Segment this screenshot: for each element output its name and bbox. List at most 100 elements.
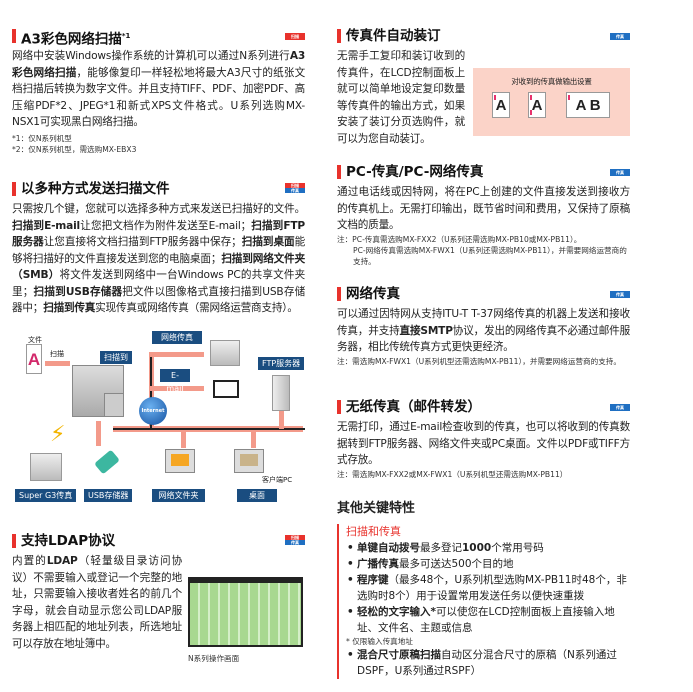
- label-netfax: 网络传真: [152, 331, 202, 344]
- text: 让您直接将文档扫描到FTP服务器中保存；: [43, 236, 242, 248]
- footnote: * 仅限输入传真地址: [346, 637, 413, 646]
- bold-text: 扫描到FTP服务器: [12, 219, 305, 249]
- bold-text: 扫描到传真: [43, 302, 96, 314]
- note: 注：需选购MX-FWX1（U系列机型还需选购MX-PB11），并需要网络运营商的…: [337, 356, 621, 366]
- fax-badge: 传真: [610, 404, 630, 411]
- section-body: 内置的LDAP（轻量级目录访问协议）不需要输入或登记一个完整的地址，只需要输入接…: [12, 553, 182, 652]
- label-usb: USB存储器: [84, 489, 133, 502]
- text: 无需手工复印和装订收到的传真件，在LCD控制面板上就可以简单地设定复印数量等传真…: [337, 50, 465, 145]
- internet-globe-icon: Internet: [139, 397, 167, 425]
- ftp-arrow: [279, 411, 284, 429]
- section-heading: 网络传真传真: [337, 285, 630, 303]
- label-desktop: 桌面: [237, 489, 277, 502]
- section-heading: 支持LDAP协议扫描传真: [12, 532, 305, 550]
- bold-text: 程序键: [357, 574, 389, 586]
- fax-badge: 传真: [610, 169, 630, 176]
- feature-list: 单键自动拨号最多登记1000个常用号码 广播传真最多可送达500个目的地 程序键…: [346, 540, 630, 679]
- fax-badge: 传真: [610, 33, 630, 40]
- section-heading: 以多种方式发送扫描文件扫描传真: [12, 180, 305, 198]
- network-line: [150, 354, 152, 429]
- bold-text: 扫描到桌面: [241, 236, 295, 248]
- bold-text: 轻松的文字输入*: [357, 606, 436, 618]
- copier-side-icon: [104, 393, 124, 417]
- section-fax-binding: 传真件自动装订传真 对收到的传真做输出设置 A A A B 无需手工复印和装订收…: [337, 27, 630, 147]
- output-settings-box: 对收到的传真做输出设置 A A A B: [473, 68, 630, 136]
- note: 注：PC-传真需选购MX-FXX2（U系列还需选购MX-PB10或MX-PB11…: [337, 234, 582, 244]
- text: 通过电话线或因特网，将在PC上创建的文件直接发送到接收方的传真机上。无需打印输出…: [337, 186, 630, 231]
- desktop-arrow: [251, 430, 256, 448]
- section-body: 网络中安装Windows操作系统的计算机可以通过N系列进行A3彩色网络扫描，能够…: [12, 48, 305, 131]
- scan-badge: 扫描: [285, 33, 305, 40]
- scan-network-diagram: 文件 A 扫描 扫描到 网络传真 E-mail FTP服务器 Internet …: [0, 325, 320, 505]
- section-pc-fax: PC-传真/PC-网络传真传真 通过电话线或因特网，将在PC上创建的文件直接发送…: [337, 163, 630, 267]
- text: 自动区分混合尺寸的原稿（N系列通过DSPF，U系列通过RSPF）: [357, 649, 617, 677]
- note: 注：需选购MX-FXX2或MX-FWX1（U系列机型还需选购MX-PB11）: [337, 469, 568, 479]
- section-body: 只需按几个键，您就可以选择多种方式来发送已扫描好的文件。扫描到E-mail让您把…: [12, 201, 305, 317]
- subheading: 扫描和传真: [346, 525, 401, 538]
- text: （最多48个，U系列机型选购MX-PB11时48个，非选购时8个）用于设置常用发…: [357, 574, 627, 602]
- scan-arrow: [45, 361, 70, 366]
- netfax-arrow: [149, 352, 204, 357]
- bold-text: LDAP: [46, 555, 78, 567]
- section-heading: PC-传真/PC-网络传真传真: [337, 163, 630, 181]
- two-up-page: A B: [566, 92, 610, 118]
- section-send-scan: 以多种方式发送扫描文件扫描传真 只需按几个键，您就可以选择多种方式来发送已扫描好…: [12, 180, 305, 317]
- fax-machine-icon: [210, 340, 240, 366]
- stapled-page: A: [492, 92, 510, 118]
- email-arrow: [149, 386, 204, 391]
- text: 可以使您在LCD控制面板上直接输入地址、文件名、主题或信息: [357, 606, 615, 634]
- footnote: *1：仅N系列机型: [12, 133, 72, 143]
- section-heading: 传真件自动装订传真: [337, 27, 630, 45]
- stapled-page: A: [528, 92, 546, 118]
- ldap-screen-image: [188, 577, 303, 647]
- text: 协议，发出的网络传真不必通过邮件服务器，相比传统传真方式更快更经济。: [337, 324, 630, 354]
- list-item: 单键自动拨号最多登记1000个常用号码: [346, 540, 630, 556]
- text: ，能够像复印一样轻松地将最大A3尺寸的纸张文档扫描后转换为数字文件。并且支持TI…: [12, 66, 305, 129]
- section-network-fax: 网络传真传真 可以通过因特网从支持ITU-T T-37网络传真的机器上发送和接收…: [337, 285, 630, 367]
- list-item: 程序键（最多48个，U系列机型选购MX-PB11时48个，非选购时8个）用于设置…: [346, 572, 630, 604]
- section-body: 无需打印，通过E-mail检查收到的传真，也可以将收到的传真数据转到FTP服务器…: [337, 419, 630, 469]
- image-caption: N系列操作画面: [188, 654, 240, 663]
- text: 让您把文档作为附件发送至E-mail；: [79, 219, 251, 232]
- bold-text: 1000: [462, 542, 492, 554]
- text: 把文件以图像格式直接扫描到USB存储器中；: [12, 285, 305, 315]
- bold-text: 广播传真: [357, 558, 399, 570]
- section-body: 可以通过因特网从支持ITU-T T-37网络传真的机器上发送和接收传真，并支持直…: [337, 306, 630, 356]
- bold-text: A3彩色网络扫描: [12, 50, 305, 79]
- text: 网络中安装Windows操作系统的计算机可以通过N系列进行: [12, 50, 290, 62]
- text: 将文件发送到网络中一台Windows PC的共享文件夹里；: [12, 269, 305, 298]
- section-heading: 其他关键特性: [337, 501, 416, 516]
- server-icon: [272, 375, 290, 411]
- label-network-folder: 网络文件夹: [152, 489, 205, 502]
- scan-fax-badge: 扫描传真: [285, 535, 305, 545]
- text: 无需打印，通过E-mail检查收到的传真，也可以将收到的传真数据转到FTP服务器…: [337, 421, 630, 466]
- list-item: 轻松的文字输入*可以使您在LCD控制面板上直接输入地址、文件名、主题或信息: [346, 604, 630, 636]
- section-heading: 无纸传真（邮件转发）传真: [337, 398, 630, 416]
- label-scan-to: 扫描到: [100, 351, 132, 364]
- bold-text: 扫描到USB存储器: [33, 285, 123, 298]
- label-g3-fax: Super G3传真: [15, 489, 77, 502]
- text: 实现传真或网络传真（需网络运营商支持）。: [95, 302, 298, 314]
- text: 最多登记: [420, 542, 462, 554]
- section-ldap: 支持LDAP协议扫描传真 内置的LDAP（轻量级目录访问协议）不需要输入或登记一…: [12, 532, 305, 663]
- footnote: *2：仅N系列机型，需选购MX-EBX3: [12, 144, 137, 154]
- text: 能够将扫描好的文件直接发送到您的电脑桌面；: [12, 236, 306, 265]
- network-line: [113, 428, 305, 430]
- bold-text: 扫描到E-mail: [12, 219, 80, 232]
- list-item: 混合尺寸原稿扫描自动区分混合尺寸的原稿（N系列通过DSPF，U系列通过RSPF）: [346, 647, 630, 679]
- g3-fax-icon: [30, 453, 62, 481]
- text: 可以通过因特网从支持ITU-T T-37网络传真的机器上发送和接收传真，并支持: [337, 308, 630, 337]
- fax-badge: 传真: [610, 291, 630, 298]
- section-other-features: 其他关键特性 扫描和传真 单键自动拨号最多登记1000个常用号码 广播传真最多可…: [337, 500, 630, 679]
- note: PC-网络传真需选购MX-FWX1（U系列还需选购MX-PB11），并需要网络运…: [353, 245, 627, 266]
- pc-folder-icon: [165, 449, 195, 473]
- bold-text: 单键自动拨号: [357, 542, 420, 554]
- lightning-icon: ⚡: [50, 422, 66, 447]
- section-body: 对收到的传真做输出设置 A A A B 无需手工复印和装订收到的传真件，在LCD…: [337, 48, 630, 147]
- section-body: 通过电话线或因特网，将在PC上创建的文件直接发送到接收方的传真机上。无需打印输出…: [337, 184, 630, 234]
- text: 只需按几个键，您就可以选择多种方式来发送已扫描好的文件。: [12, 203, 305, 215]
- envelope-icon: [213, 380, 239, 398]
- section-paperless-fax: 无纸传真（邮件转发）传真 无需打印，通过E-mail检查收到的传真，也可以将收到…: [337, 398, 630, 480]
